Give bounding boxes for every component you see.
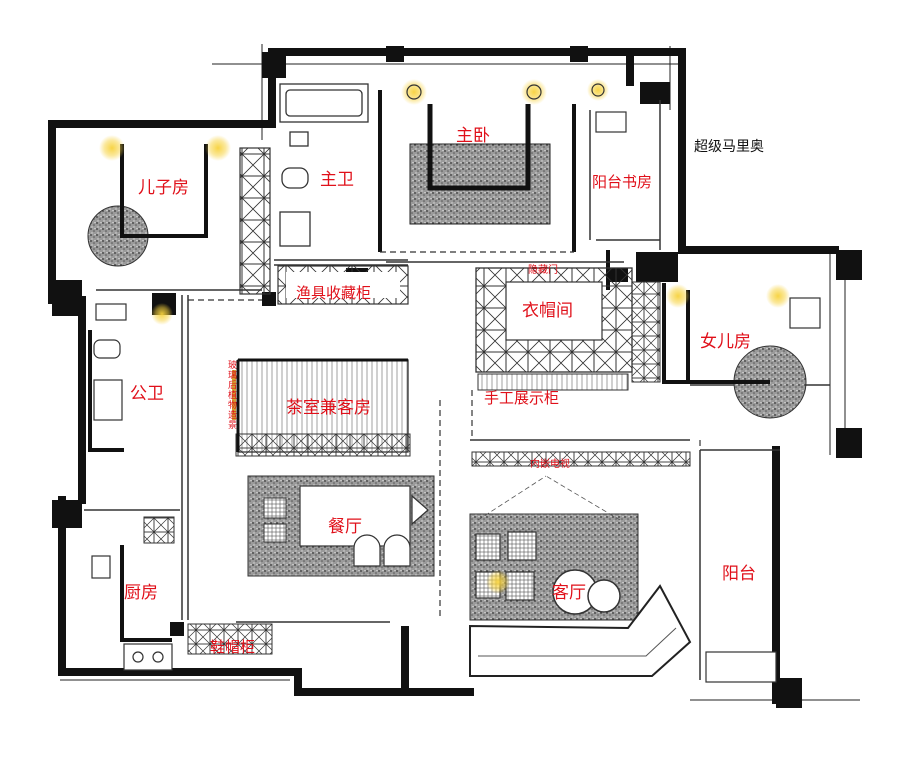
tv-wall-label: 内嵌电视 xyxy=(530,459,570,470)
master-bedroom-label: 主卧 xyxy=(456,126,490,146)
plan-title: 超级马里奥 xyxy=(694,139,764,155)
tea-room-label: 茶室兼客房 xyxy=(286,398,371,418)
public-bath-label: 公卫 xyxy=(130,384,164,404)
glass-planting-note: 玻璃后植物造景 xyxy=(226,360,236,430)
master-bath-label: 主卫 xyxy=(320,170,354,190)
balcony-label: 阳台 xyxy=(722,564,756,584)
cloakroom-label: 衣帽间 xyxy=(522,301,573,321)
kitchen-label: 厨房 xyxy=(124,583,158,603)
craft-cabinet-label: 手工展示柜 xyxy=(484,389,560,407)
dining-label: 餐厅 xyxy=(328,517,362,537)
living-label: 客厅 xyxy=(552,583,586,603)
balcony-study-label: 阳台书房 xyxy=(592,173,653,191)
son-room-label: 儿子房 xyxy=(138,178,189,198)
shoe-cabinet-label: 鞋帽柜 xyxy=(210,638,256,656)
hidden-door-label: 隐藏门 xyxy=(528,265,558,276)
fishing-cabinet-label: 渔具收藏柜 xyxy=(296,284,372,302)
daughter-room-label: 女儿房 xyxy=(700,332,751,352)
